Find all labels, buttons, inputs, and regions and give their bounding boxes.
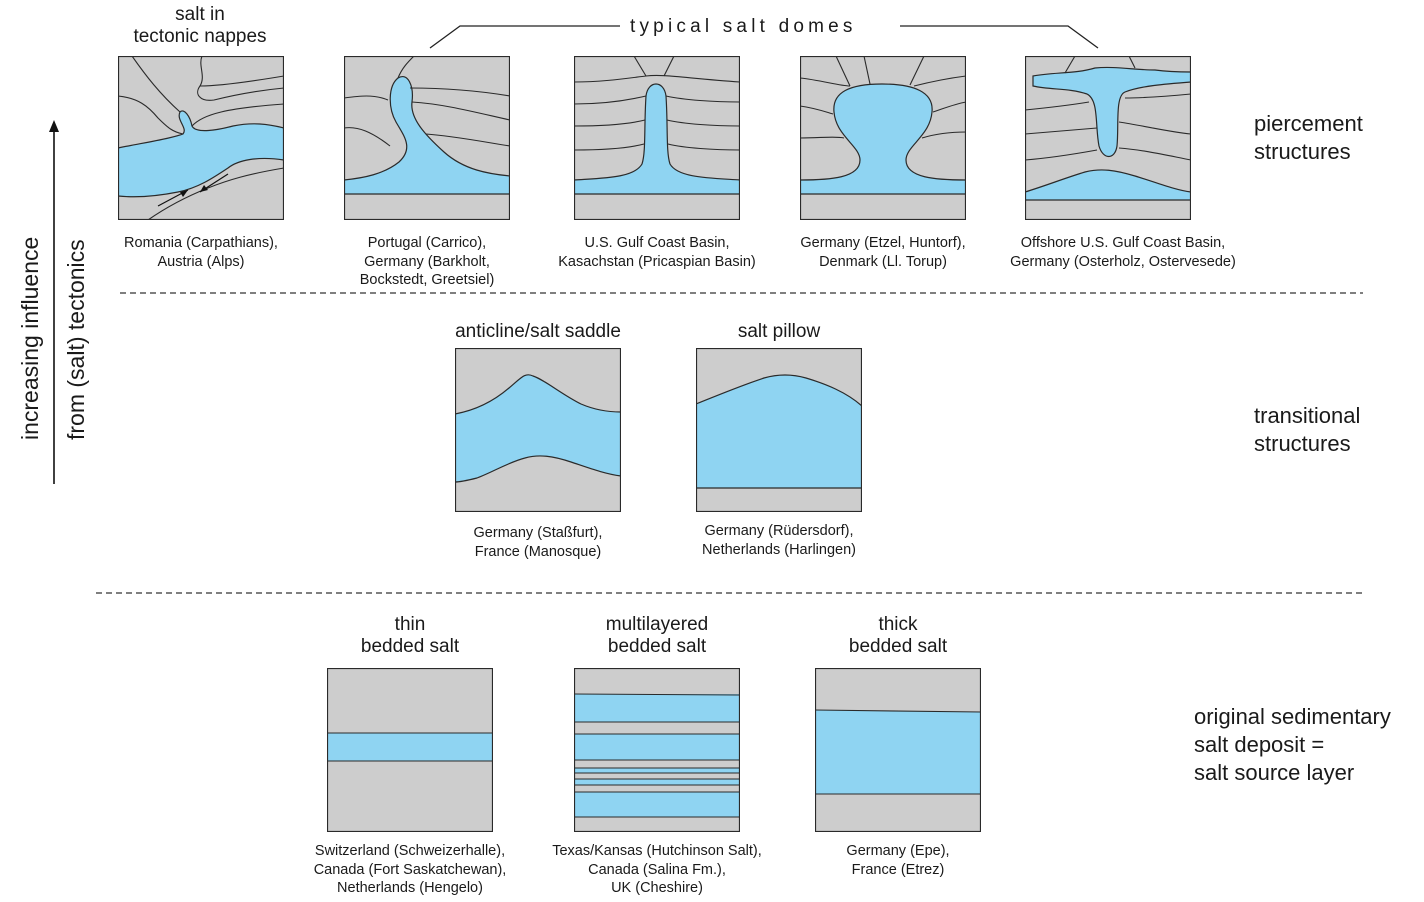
etzel-caption: Germany (Etzel, Huntorf), Denmark (Ll. T… [772,234,994,271]
multi-caption-line2: Canada (Salina Fm.), [588,861,726,878]
category-piercement: piercement structures [1254,110,1363,166]
multi-title: multilayered bedded salt [560,614,754,658]
thick-title-line1: thick [878,614,918,635]
category-original-line1: original sedimentary [1194,704,1391,729]
category-transitional: transitional structures [1254,402,1360,458]
axis-label-line2: from (salt) tectonics [63,239,89,440]
multi-caption: Texas/Kansas (Hutchinson Salt), Canada (… [530,842,784,898]
thick-title-line2: bedded salt [848,635,948,657]
multi-caption-line1: Texas/Kansas (Hutchinson Salt), [552,843,762,859]
category-piercement-line1: piercement [1254,111,1363,136]
gulf-caption-line1: U.S. Gulf Coast Basin, [584,235,730,251]
multi-title-line2: bedded salt [607,635,707,657]
separator-upper [120,292,1363,294]
nappes-caption: Romania (Carpathians), Austria (Alps) [96,234,306,271]
thin-title-line2: bedded salt [360,635,460,657]
influence-arrow [49,120,59,484]
gulf-caption: U.S. Gulf Coast Basin, Kasachstan (Prica… [532,234,782,271]
multi-caption-line3: UK (Cheshire) [611,880,703,897]
anticline-caption: Germany (Staßfurt), France (Manosque) [428,524,648,561]
category-original-line2: salt deposit = [1194,731,1325,757]
panel-pillow [696,348,862,512]
offshore-caption-line2: Germany (Osterholz, Ostervesede) [1010,253,1236,270]
panel-multi [574,668,740,832]
nappes-caption-line2: Austria (Alps) [157,253,245,270]
thick-caption-line1: Germany (Epe), [846,843,950,859]
pillow-title-line1: salt pillow [737,321,821,342]
nappes-title-line2: tectonic nappes [133,25,267,47]
anticline-caption-line1: Germany (Staßfurt), [473,525,603,541]
thick-title: thick bedded salt [808,614,988,658]
separator-lower [96,592,1364,594]
thin-caption-line1: Switzerland (Schweizerhalle), [314,843,506,859]
panel-nappes [118,56,284,220]
thin-caption-line3: Netherlands (Hengelo) [337,880,483,897]
thin-caption: Switzerland (Schweizerhalle), Canada (Fo… [286,842,534,898]
multi-title-line1: multilayered [605,614,709,635]
gulf-caption-line2: Kasachstan (Pricaspian Basin) [558,253,756,270]
category-transitional-line2: structures [1254,430,1351,456]
portugal-caption: Portugal (Carrico), Germany (Barkholt, B… [322,234,532,290]
anticline-caption-line2: France (Manosque) [474,543,602,560]
thin-caption-line2: Canada (Fort Saskatchewan), [313,861,507,878]
thin-title-line1: thin [394,614,426,635]
thick-caption: Germany (Epe), France (Etrez) [790,842,1006,879]
panel-thin [327,668,493,832]
anticline-title: anticline/salt saddle [428,321,648,343]
portugal-caption-line2: Germany (Barkholt, [364,253,490,270]
nappes-title-line1: salt in [175,4,225,25]
panel-offshore [1025,56,1191,220]
axis-label-line1: increasing influence [17,236,43,440]
typical-salt-domes-label: typical salt domes [622,16,865,38]
nappes-title: salt in tectonic nappes [110,4,290,48]
offshore-caption: Offshore U.S. Gulf Coast Basin, Germany … [980,234,1266,271]
salt-domes-bracket [429,25,1099,49]
category-original: original sedimentary salt deposit = salt… [1194,703,1391,787]
portugal-caption-line1: Portugal (Carrico), [367,235,487,251]
category-piercement-line2: structures [1254,138,1351,164]
offshore-caption-line1: Offshore U.S. Gulf Coast Basin, [1020,235,1226,251]
pillow-caption-line1: Germany (Rüdersdorf), [704,523,854,539]
panel-gulf [574,56,740,220]
panel-thick [815,668,981,832]
pillow-title: salt pillow [680,321,878,343]
category-original-line3: salt source layer [1194,759,1355,785]
nappes-caption-line1: Romania (Carpathians), [124,235,278,251]
etzel-caption-line1: Germany (Etzel, Huntorf), [800,235,966,251]
pillow-caption: Germany (Rüdersdorf), Netherlands (Harli… [664,522,894,559]
etzel-caption-line2: Denmark (Ll. Torup) [819,253,947,270]
category-transitional-line1: transitional [1254,403,1361,428]
thick-caption-line2: France (Etrez) [851,861,945,878]
pillow-caption-line2: Netherlands (Harlingen) [702,541,856,558]
anticline-title-line1: anticline/salt saddle [455,321,621,342]
portugal-caption-line3: Bockstedt, Greetsiel) [359,272,495,289]
panel-etzel [800,56,966,220]
panel-anticline [455,348,621,512]
panel-portugal [344,56,510,220]
thin-title: thin bedded salt [320,614,500,658]
